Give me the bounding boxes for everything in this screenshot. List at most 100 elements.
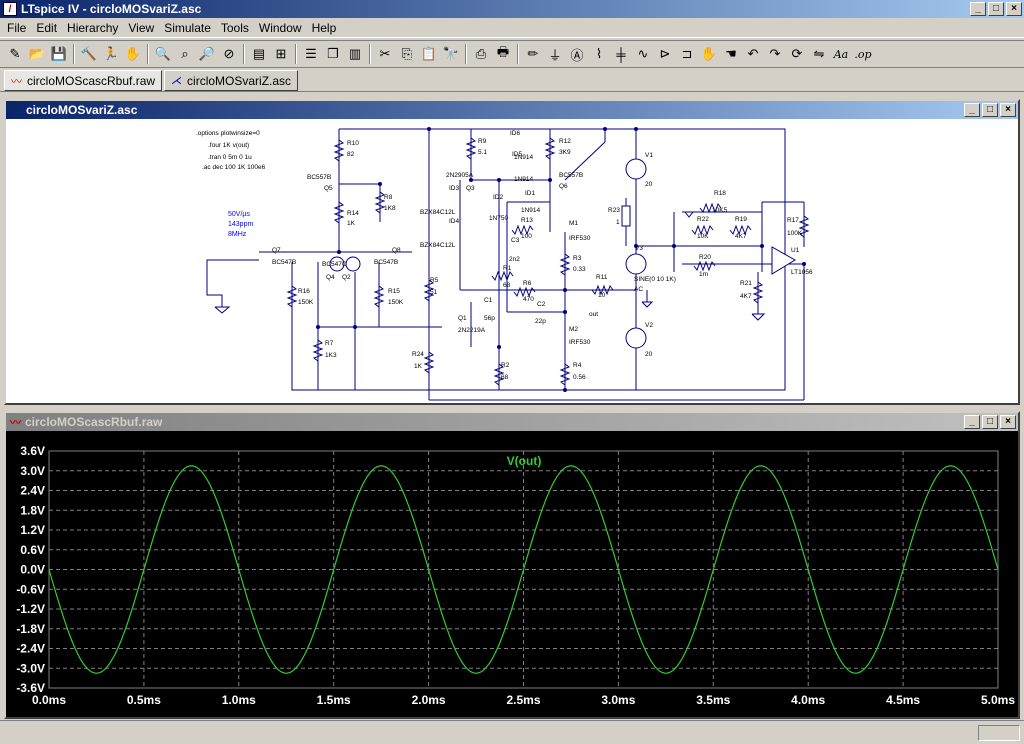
component-label[interactable]: 2N2219A xyxy=(458,327,486,334)
component-label[interactable]: BZX84C12L xyxy=(420,209,456,216)
component-label[interactable]: Q4 xyxy=(326,274,335,281)
component-label[interactable]: 20 xyxy=(645,181,653,188)
menu-tools[interactable]: Tools xyxy=(220,20,249,35)
draw-wire-icon[interactable]: ✏ xyxy=(527,46,539,61)
component-label[interactable]: R21 xyxy=(740,280,752,287)
component-label[interactable]: BZX84C12L xyxy=(420,242,456,249)
zoom-fit-icon[interactable]: ⊘ xyxy=(223,46,235,61)
component-icon[interactable]: ⊐ xyxy=(681,46,693,61)
spice-directive-icon[interactable]: .op xyxy=(854,47,872,61)
component-label[interactable]: R5 xyxy=(430,277,439,284)
component-label[interactable]: R16 xyxy=(298,288,310,295)
spice-directive[interactable]: .tran 0 5m 0 1u xyxy=(208,154,252,161)
waveform-close-button[interactable]: × xyxy=(1000,415,1016,429)
component-label[interactable]: 1K8 xyxy=(384,205,396,212)
spice-directive[interactable]: .ac dec 100 1K 100e6 xyxy=(202,164,266,171)
new-schematic-icon[interactable]: ✎ xyxy=(9,46,21,61)
component-label[interactable]: AC xyxy=(634,286,643,293)
component-label[interactable]: R15 xyxy=(388,288,400,295)
component-label[interactable]: R12 xyxy=(559,138,571,145)
schematic-minimize-button[interactable]: _ xyxy=(964,103,980,117)
component-label[interactable]: 2N2905A xyxy=(446,172,474,179)
component-label[interactable]: 2n2 xyxy=(509,256,520,263)
schematic-note[interactable]: 50V/µs xyxy=(228,211,250,218)
zoom-out-icon[interactable]: 🔎 xyxy=(198,46,216,61)
component-label[interactable]: 10 xyxy=(598,292,606,299)
schematic-canvas[interactable]: .options plotwinsize=0.four 1K v(out).tr… xyxy=(6,119,1018,403)
find-icon[interactable]: 🔭 xyxy=(442,46,460,61)
component-label[interactable]: R3 xyxy=(573,255,582,262)
component-label[interactable]: ID2 xyxy=(493,194,504,201)
ltspice-app-icon[interactable]: / xyxy=(3,2,17,16)
menu-edit[interactable]: Edit xyxy=(36,20,58,35)
text-icon[interactable]: Aa xyxy=(833,47,849,61)
menu-help[interactable]: Help xyxy=(311,20,337,35)
component-label[interactable]: R7 xyxy=(325,340,334,347)
component-label[interactable]: 1N914 xyxy=(514,176,534,183)
zoom-pan-icon[interactable]: ⌕ xyxy=(181,46,189,61)
component-label[interactable]: 22p xyxy=(535,318,546,325)
component-label[interactable]: R17 xyxy=(787,217,799,224)
print-setup-icon[interactable]: ⎙ xyxy=(475,46,487,61)
label-net-icon[interactable]: Ⓐ xyxy=(570,47,584,63)
copy-icon[interactable]: ⎘ xyxy=(401,46,413,61)
component-label[interactable]: U1 xyxy=(791,247,800,254)
component-label[interactable]: R20 xyxy=(699,254,711,261)
component-label[interactable]: R18 xyxy=(714,190,726,197)
component-label[interactable]: C1 xyxy=(484,297,493,304)
grid-icon[interactable]: ⊞ xyxy=(275,46,287,61)
cascade-icon[interactable]: ❐ xyxy=(327,46,339,61)
open-icon[interactable]: 📂 xyxy=(28,46,46,61)
menu-simulate[interactable]: Simulate xyxy=(164,20,211,35)
component-label[interactable]: 68 xyxy=(503,282,511,289)
maximize-button[interactable]: □ xyxy=(988,2,1004,16)
component-label[interactable]: ID4 xyxy=(449,218,460,225)
tile-vertical-icon[interactable]: ▥ xyxy=(348,46,362,61)
schematic-note[interactable]: 143ppm xyxy=(228,221,253,228)
menu-window[interactable]: Window xyxy=(258,20,302,35)
component-label[interactable]: BC547C xyxy=(322,261,347,268)
waveform-maximize-button[interactable]: □ xyxy=(982,415,998,429)
component-label[interactable]: 68 xyxy=(501,374,509,381)
tile-horizontal-icon[interactable]: ☰ xyxy=(305,46,317,61)
component-label[interactable]: BC547B xyxy=(374,259,398,266)
component-label[interactable]: 1 xyxy=(616,219,620,226)
component-label[interactable]: Q2 xyxy=(342,274,351,281)
schematic-maximize-button[interactable]: □ xyxy=(982,103,998,117)
component-label[interactable]: BC557B xyxy=(307,174,331,181)
spice-directive[interactable]: .options plotwinsize=0 xyxy=(196,130,260,137)
component-label[interactable]: M2 xyxy=(569,326,578,333)
component-label[interactable]: R19 xyxy=(735,216,747,223)
resistor-icon[interactable]: ⌇ xyxy=(595,46,603,61)
component-label[interactable]: C2 xyxy=(537,301,546,308)
component-label[interactable]: 4K7 xyxy=(735,233,747,240)
component-label[interactable]: 1N750 xyxy=(489,215,509,222)
menu-file[interactable]: File xyxy=(7,20,27,35)
component-label[interactable]: out xyxy=(589,311,598,318)
component-label[interactable]: 5.1 xyxy=(478,149,487,156)
tab-waveform[interactable]: 〰 circloMOScascRbuf.raw xyxy=(4,70,163,91)
halt-icon[interactable]: ✋ xyxy=(124,46,142,61)
component-label[interactable]: R9 xyxy=(478,138,487,145)
undo-icon[interactable]: ↶ xyxy=(747,46,759,61)
component-label[interactable]: ID5 xyxy=(512,151,523,158)
component-label[interactable]: R2 xyxy=(501,362,510,369)
component-label[interactable]: 150K xyxy=(388,299,404,306)
inductor-icon[interactable]: ∿ xyxy=(637,46,649,61)
component-label[interactable]: 51 xyxy=(430,289,438,296)
component-label[interactable]: 1K xyxy=(347,220,356,227)
component-label[interactable]: V2 xyxy=(645,322,653,329)
component-label[interactable]: V1 xyxy=(645,152,653,159)
component-label[interactable]: 10K5 xyxy=(712,207,728,214)
trace-label-vout[interactable]: V(out) xyxy=(507,454,542,468)
component-label[interactable]: V3 xyxy=(635,245,643,252)
component-label[interactable]: R23 xyxy=(608,207,620,214)
component-label[interactable]: 470 xyxy=(523,296,534,303)
component-label[interactable]: ID1 xyxy=(525,190,536,197)
component-label[interactable]: IRF530 xyxy=(569,235,591,242)
move-icon[interactable]: ✋ xyxy=(700,46,718,61)
tab-schematic[interactable]: ⋌ circloMOSvariZ.asc xyxy=(164,70,299,91)
waveform-minimize-button[interactable]: _ xyxy=(964,415,980,429)
component-label[interactable]: 1N914 xyxy=(514,154,534,161)
component-label[interactable]: ID3 xyxy=(449,185,460,192)
